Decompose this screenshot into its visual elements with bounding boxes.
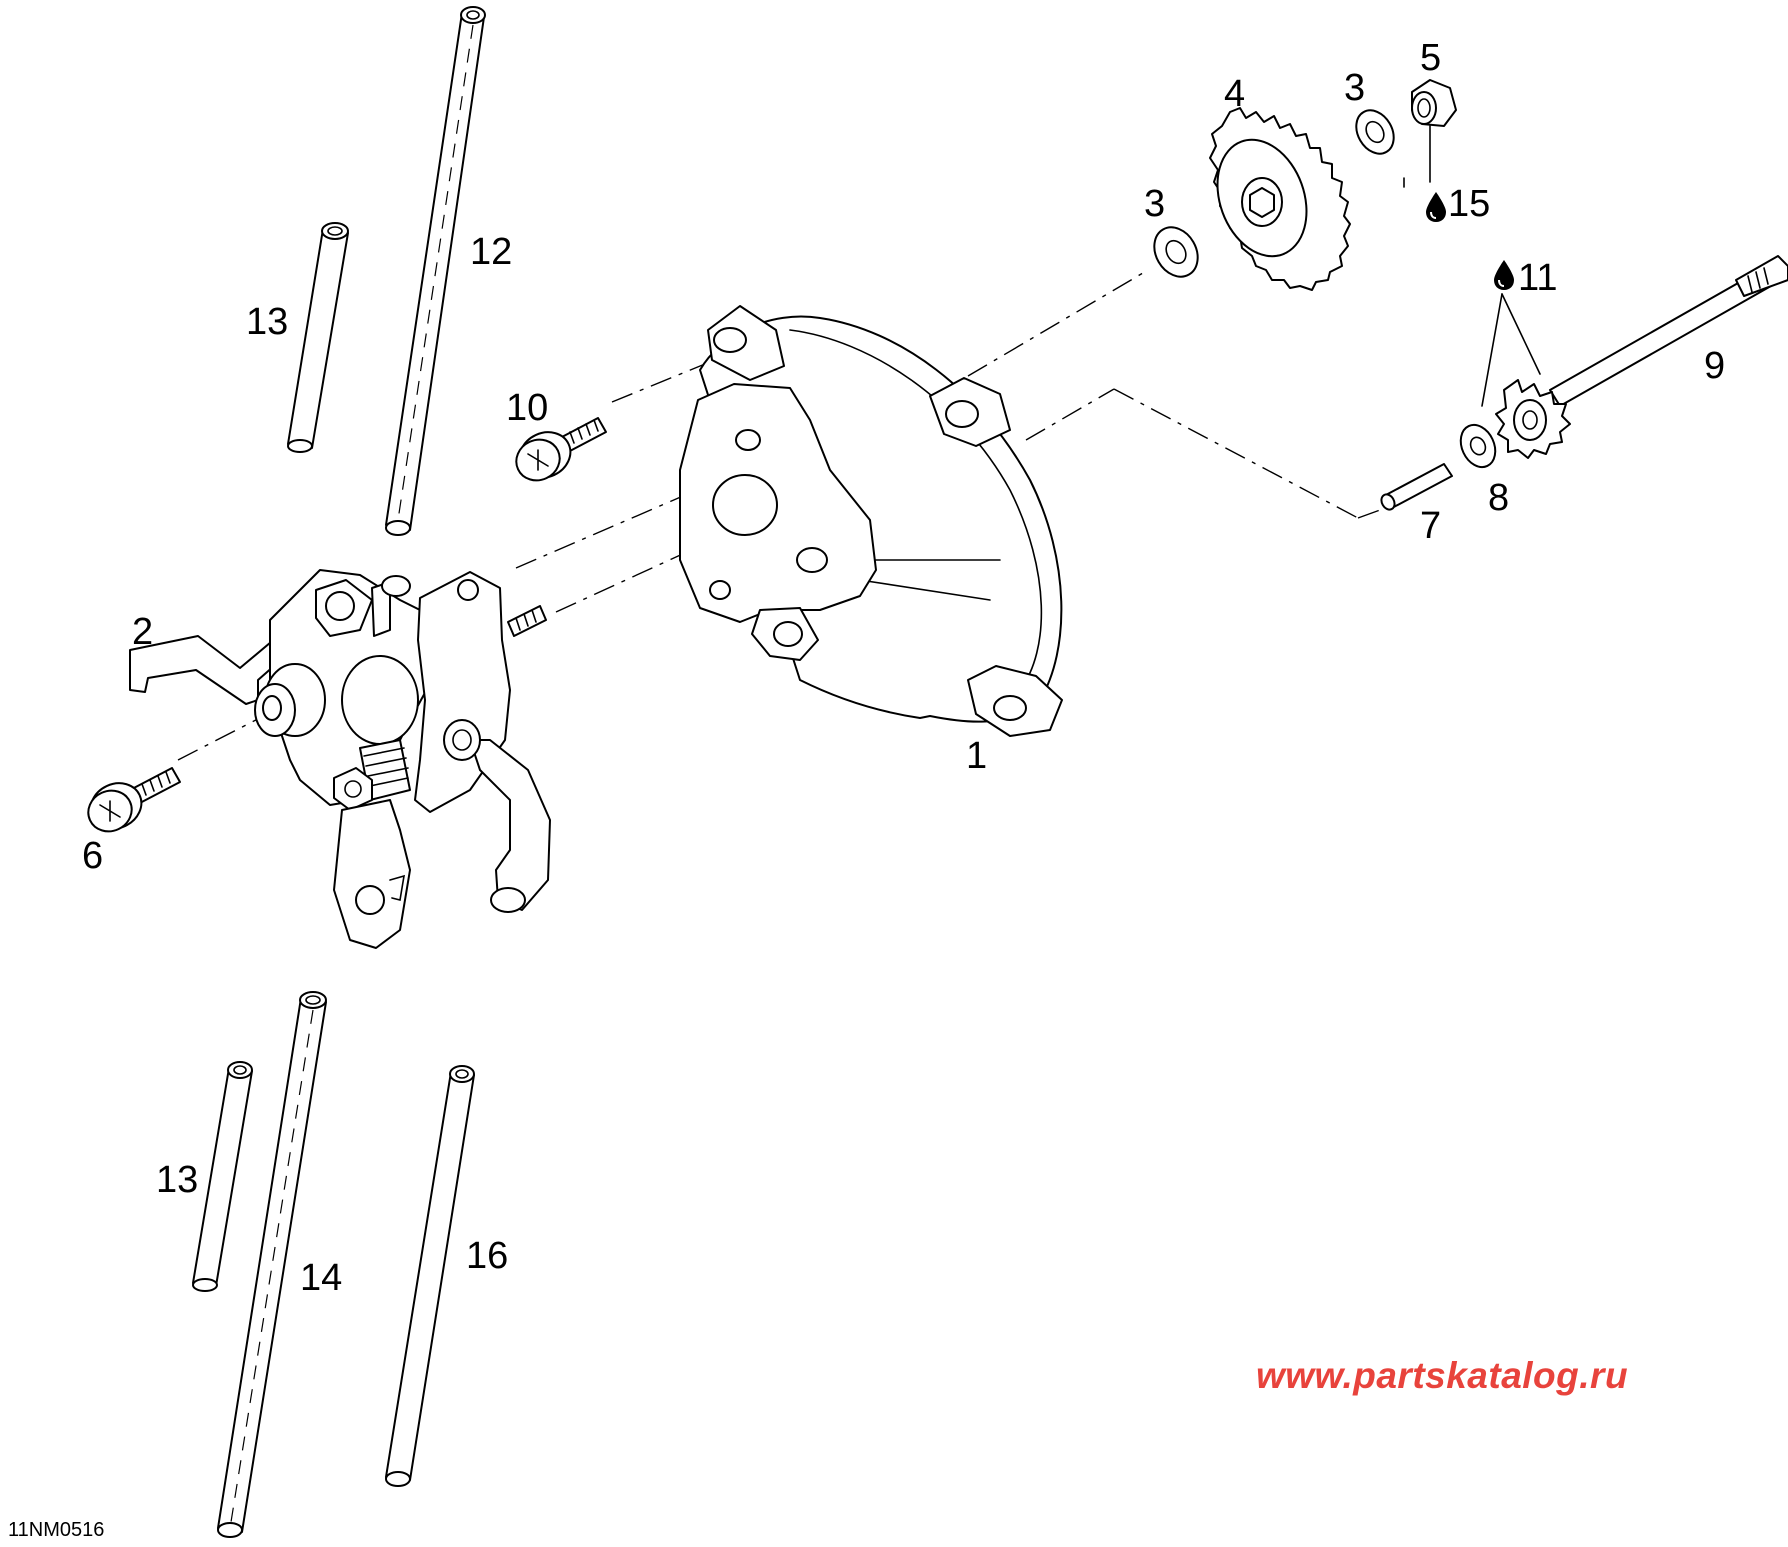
callout-14: 14 — [300, 1257, 342, 1299]
gear-part-4 — [1209, 107, 1351, 291]
drawing-code: 11NM0516 — [8, 1519, 104, 1541]
callout-11: 11 — [1518, 257, 1557, 299]
washer-part-8 — [1459, 423, 1497, 469]
washer-part-3-lower — [1153, 226, 1199, 278]
callout-8: 8 — [1488, 477, 1509, 519]
screw-part-6 — [87, 767, 181, 833]
callout-13-upper: 13 — [246, 301, 288, 343]
shaft-part-9 — [1481, 255, 1788, 459]
pin-part-7 — [1380, 463, 1453, 511]
tube-part-13-lower — [192, 1061, 253, 1292]
tube-part-16 — [385, 1065, 475, 1487]
tube-part-14 — [217, 991, 327, 1538]
tube-part-12 — [385, 6, 486, 536]
watermark-text: www.partskatalog.ru — [1256, 1355, 1629, 1396]
screw-part-10 — [515, 417, 607, 482]
callout-1: 1 — [966, 735, 987, 777]
callout-3-upper: 3 — [1344, 67, 1365, 109]
callout-9: 9 — [1704, 345, 1725, 387]
oil-drop-icon — [1426, 192, 1446, 222]
callout-16: 16 — [466, 1235, 508, 1277]
callout-2: 2 — [132, 611, 153, 653]
callout-15: 15 — [1448, 183, 1490, 225]
oil-drop-icon — [1494, 260, 1514, 290]
callout-12: 12 — [470, 231, 512, 273]
oil-pump-assembly — [129, 569, 551, 949]
callout-5: 5 — [1420, 37, 1441, 79]
callout-13-lower: 13 — [156, 1159, 198, 1201]
callout-7: 7 — [1420, 505, 1441, 547]
callout-4: 4 — [1224, 73, 1245, 115]
callout-6: 6 — [82, 835, 103, 877]
washer-part-3-upper — [1355, 109, 1395, 155]
tube-part-13-upper — [287, 222, 349, 453]
pump-cover-part-1 — [679, 305, 1063, 737]
callout-10: 10 — [506, 387, 548, 429]
nut-part-5 — [1411, 79, 1457, 183]
callout-3-lower: 3 — [1144, 183, 1165, 225]
